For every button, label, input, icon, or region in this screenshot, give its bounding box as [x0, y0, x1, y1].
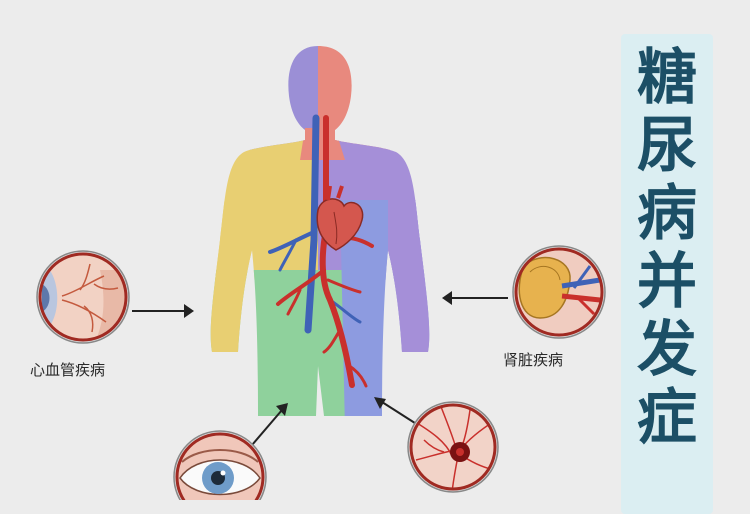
label-cardiovascular-disease: 心血管疾病: [30, 361, 106, 379]
vessel-network-illustration: [407, 401, 499, 493]
vascular-system: [268, 114, 374, 388]
vein-main: [304, 114, 320, 334]
zone-neck-pink: [300, 128, 345, 160]
title-panel: 糖 尿 病 并 发 症: [621, 34, 713, 514]
kidney-illustration: [512, 245, 606, 339]
title-vertical-text: 糖 尿 病 并 发 症: [621, 44, 713, 452]
eye-illustration: [173, 430, 267, 500]
title-char-6: 症: [637, 383, 697, 453]
title-char-1: 糖: [637, 43, 697, 113]
zone-head-left: [210, 46, 318, 150]
arrow-bottom-right-to-body: [374, 397, 419, 426]
artery-branch-2: [286, 288, 302, 316]
artery-branch-3: [326, 278, 362, 294]
zone-arm-right: [388, 200, 430, 360]
artery-branch-5: [346, 363, 368, 388]
human-body: [210, 46, 430, 416]
artery-branch-1: [276, 268, 326, 306]
artery-main: [319, 115, 355, 388]
title-char-2: 尿: [637, 111, 697, 181]
vein-branch-left2: [278, 238, 298, 272]
heart-icon: [316, 185, 364, 251]
artery-branch-4: [322, 328, 342, 354]
label-kidney-disease: 肾脏疾病: [503, 351, 564, 369]
title-char-3: 病: [637, 179, 697, 249]
diagram-canvas: [36, 46, 606, 500]
arrow-left-to-body: [132, 304, 194, 318]
title-char-4: 并: [637, 247, 697, 317]
vein-branch-left: [268, 230, 316, 254]
retina-vessel-illustration: [36, 250, 130, 344]
zone-arm-left: [210, 200, 252, 360]
title-char-5: 发: [637, 315, 697, 385]
arrow-right-to-body: [442, 291, 508, 305]
zone-head-right: [318, 46, 430, 150]
